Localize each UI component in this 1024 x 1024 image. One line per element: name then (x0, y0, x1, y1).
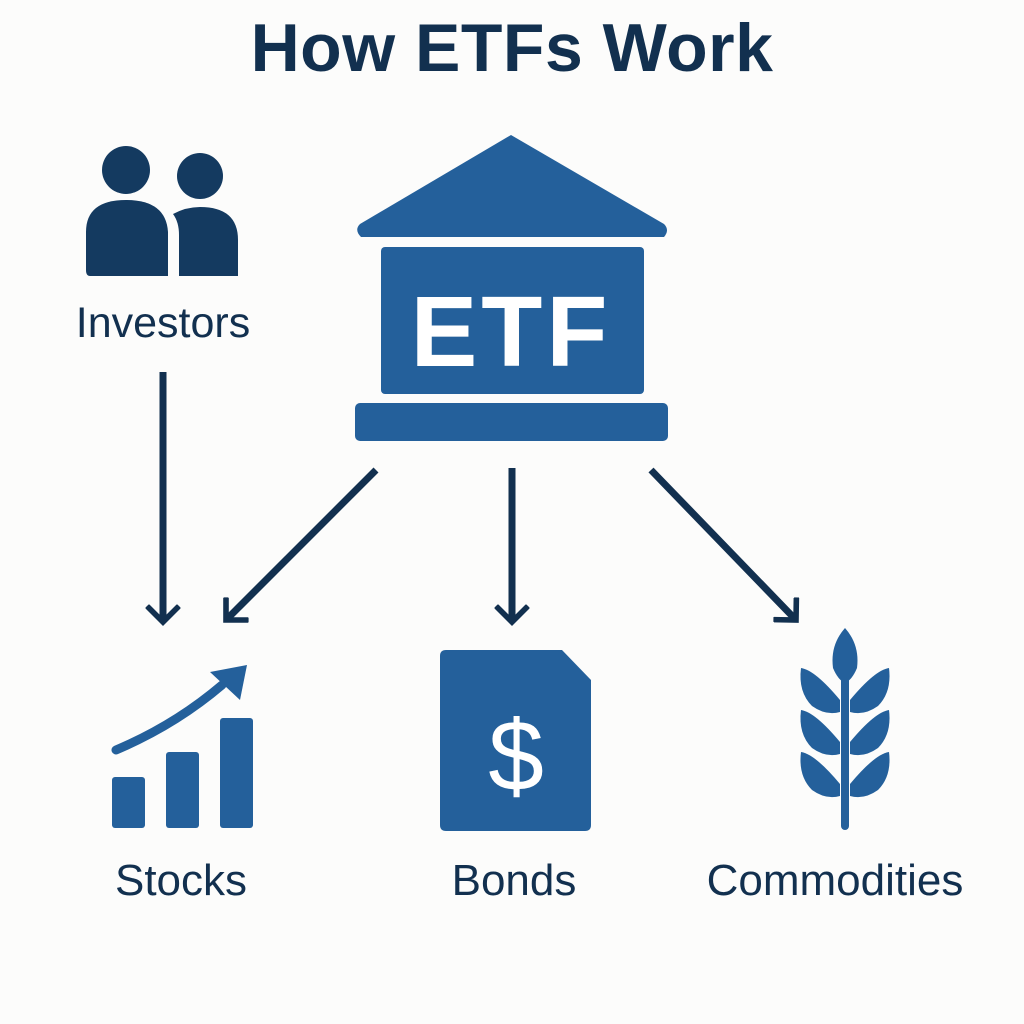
arrow-etf-to-commodities (648, 467, 796, 620)
people-icon (86, 146, 238, 276)
arrow-etf-to-stocks (226, 467, 379, 620)
investors-label: Investors (75, 299, 251, 347)
bar-chart-growth-icon (111, 665, 253, 828)
flow-arrows (163, 372, 796, 622)
etf-building-label: ETF (411, 276, 612, 388)
svg-text:$: $ (488, 700, 544, 812)
bonds-label: Bonds (451, 856, 577, 905)
wheat-icon (800, 628, 890, 830)
building-icon (355, 135, 668, 441)
diagram-title: How ETFs Work (250, 10, 774, 86)
dollar-document-icon: $ (440, 650, 591, 831)
commodities-label: Commodities (706, 856, 964, 905)
stocks-label: Stocks (114, 856, 248, 905)
